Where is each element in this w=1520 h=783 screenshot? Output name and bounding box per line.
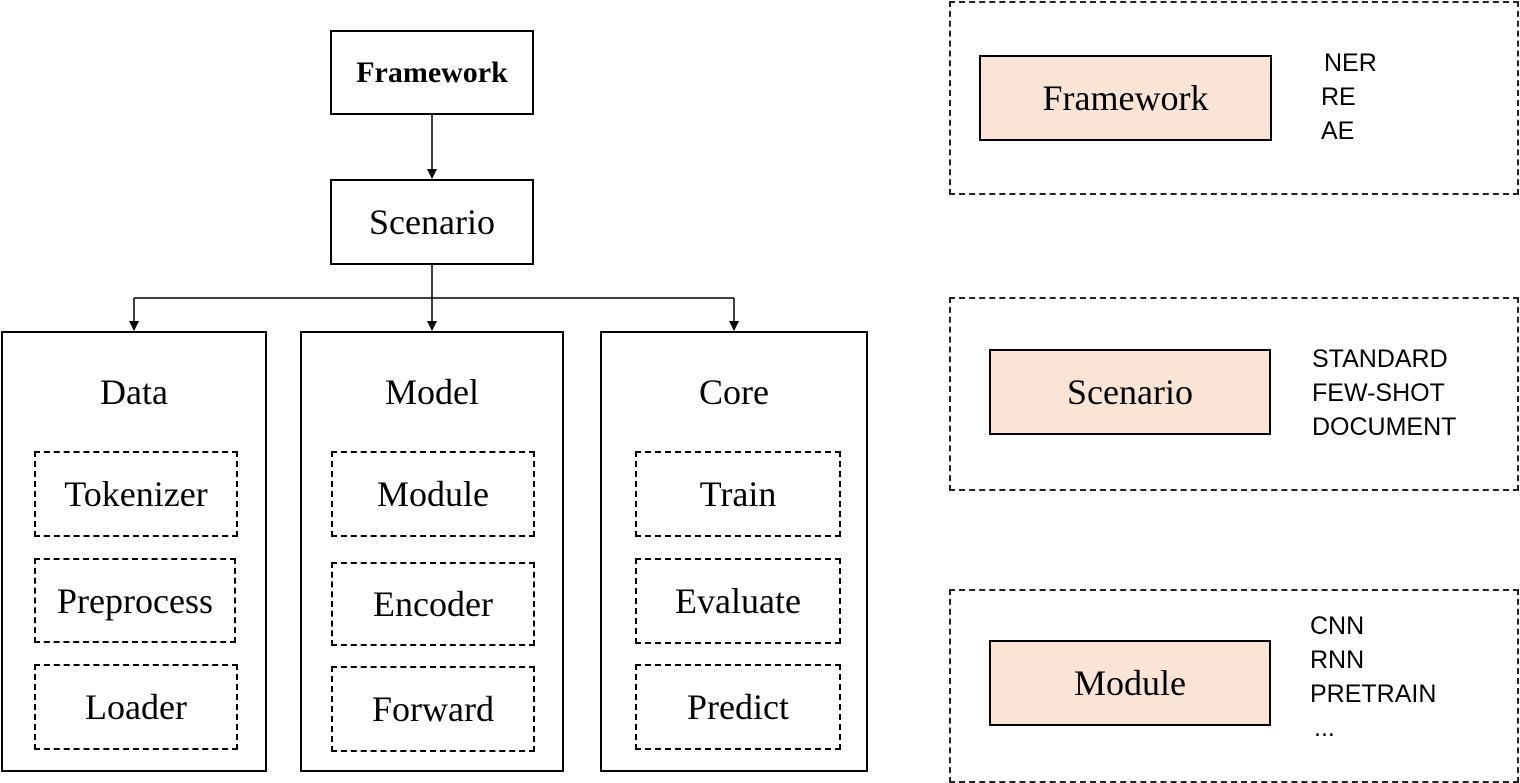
option-document: DOCUMENT (1312, 413, 1457, 441)
option-cnn: CNN (1310, 612, 1365, 640)
forward-label: Forward (372, 689, 494, 729)
framework-tag: Framework (979, 55, 1272, 141)
tokenizer-label: Tokenizer (64, 474, 208, 514)
train-label: Train (699, 474, 777, 514)
module-label: Module (377, 474, 489, 514)
framework-options: NER RE AE (1321, 46, 1377, 148)
model-column: Model Module Encoder Forward (300, 331, 564, 772)
option-more: ... (1314, 714, 1335, 742)
module-options: CNN RNN PRETRAIN ... (1310, 609, 1436, 745)
option-standard: STANDARD (1312, 345, 1448, 373)
data-column-title: Data (100, 372, 168, 412)
option-few-shot: FEW-SHOT (1312, 379, 1445, 407)
option-re: RE (1321, 83, 1356, 111)
loader-box: Loader (34, 664, 238, 750)
evaluate-box: Evaluate (635, 558, 841, 644)
module-tag: Module (989, 640, 1271, 726)
core-column: Core Train Evaluate Predict (600, 331, 868, 772)
option-pretrain: PRETRAIN (1310, 680, 1437, 708)
scenario-box: Scenario (330, 179, 534, 265)
encoder-label: Encoder (373, 584, 493, 624)
encoder-box: Encoder (331, 562, 535, 646)
scenario-tag-label: Scenario (1067, 372, 1193, 412)
framework-box: Framework (330, 30, 534, 115)
data-column: Data Tokenizer Preprocess Loader (1, 331, 267, 772)
option-ner: NER (1324, 49, 1377, 77)
loader-label: Loader (85, 687, 187, 727)
framework-tag-label: Framework (1042, 78, 1209, 118)
core-column-title: Core (699, 372, 769, 412)
scenario-label: Scenario (369, 202, 495, 242)
tokenizer-box: Tokenizer (34, 451, 238, 537)
forward-box: Forward (331, 666, 535, 752)
preprocess-label: Preprocess (57, 580, 213, 621)
evaluate-label: Evaluate (675, 581, 801, 621)
framework-label: Framework (356, 55, 508, 89)
option-ae: AE (1321, 117, 1355, 145)
predict-label: Predict (687, 687, 789, 727)
scenario-options: STANDARD FEW-SHOT DOCUMENT (1312, 342, 1456, 444)
train-box: Train (635, 451, 841, 537)
scenario-tag: Scenario (989, 349, 1271, 435)
module-tag-label: Module (1074, 663, 1186, 703)
preprocess-box: Preprocess (34, 558, 236, 643)
model-column-title: Model (385, 372, 479, 412)
module-box: Module (331, 451, 535, 537)
option-rnn: RNN (1310, 646, 1365, 674)
predict-box: Predict (635, 664, 841, 750)
